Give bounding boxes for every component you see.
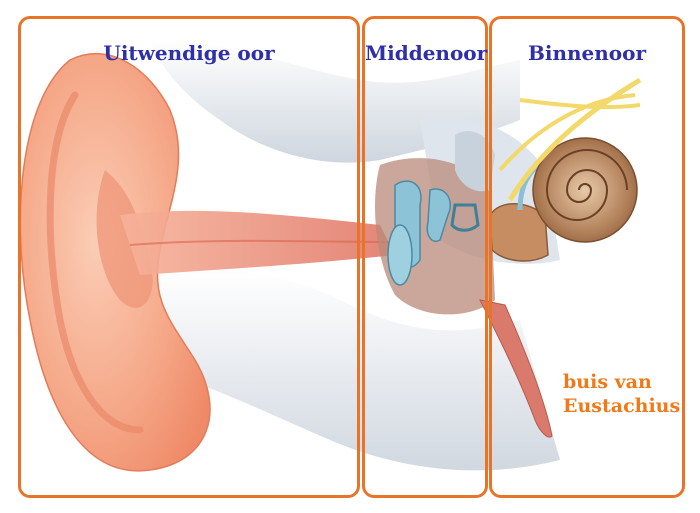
eardrum (387, 224, 413, 286)
outer-ear-region: Uitwendige oor (18, 16, 360, 498)
nerve-3 (519, 98, 641, 110)
middle-ear-region: Middenoor (362, 16, 488, 498)
nerve-2 (498, 93, 636, 172)
eustachian-label-line2: Eustachius (563, 395, 681, 417)
cochlea (532, 137, 638, 243)
inner-ear-title: Binnenoor (527, 41, 647, 65)
ear-canal (120, 210, 395, 275)
nerve-1 (507, 77, 642, 202)
eustachian-tube (479, 299, 553, 438)
pinna-concha (96, 170, 153, 308)
skull-bone-lower (130, 269, 560, 471)
inner-ear-region: Binnenoor (489, 16, 685, 498)
ossicle-stapes (450, 203, 480, 232)
middle-ear-title: Middenoor (365, 41, 488, 65)
ossicle-incus (426, 188, 451, 242)
pinna-helix (46, 91, 144, 434)
outer-ear-title: Uitwendige oor (103, 41, 275, 65)
vestibule (489, 203, 549, 262)
eustachian-label-line1: buis van (563, 371, 652, 393)
cochlea-spiral (545, 149, 628, 221)
eustachian-tube-label: buis van Eustachius (563, 370, 680, 418)
